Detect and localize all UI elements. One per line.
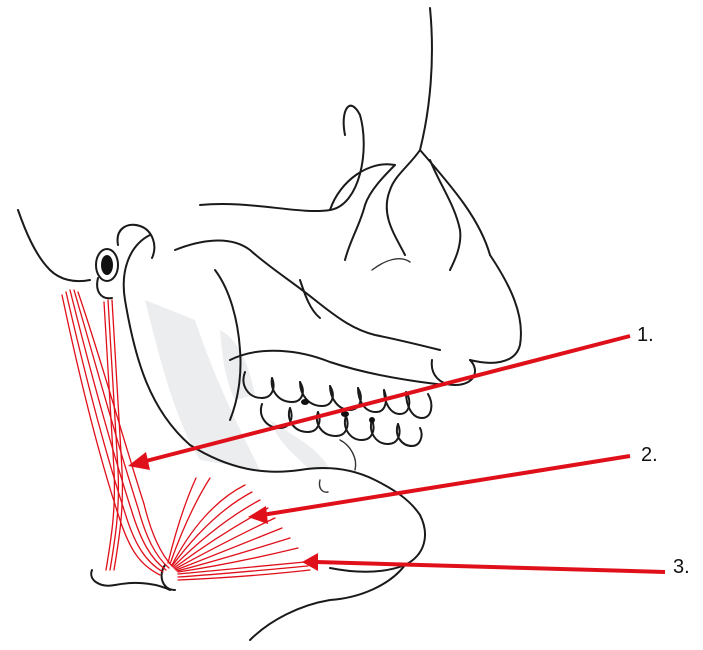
pointer-arrow-3 <box>302 553 665 572</box>
mylohyoid-muscle <box>168 478 298 572</box>
pointer-arrow-2 <box>248 456 630 524</box>
anterior-digastric-muscle <box>178 562 310 580</box>
teeth <box>244 372 432 446</box>
label-2: 2. <box>641 444 658 467</box>
skull-outline <box>18 8 521 640</box>
label-3: 3. <box>673 556 690 579</box>
label-1: 1. <box>637 324 654 347</box>
posterior-digastric-muscle <box>104 300 122 570</box>
